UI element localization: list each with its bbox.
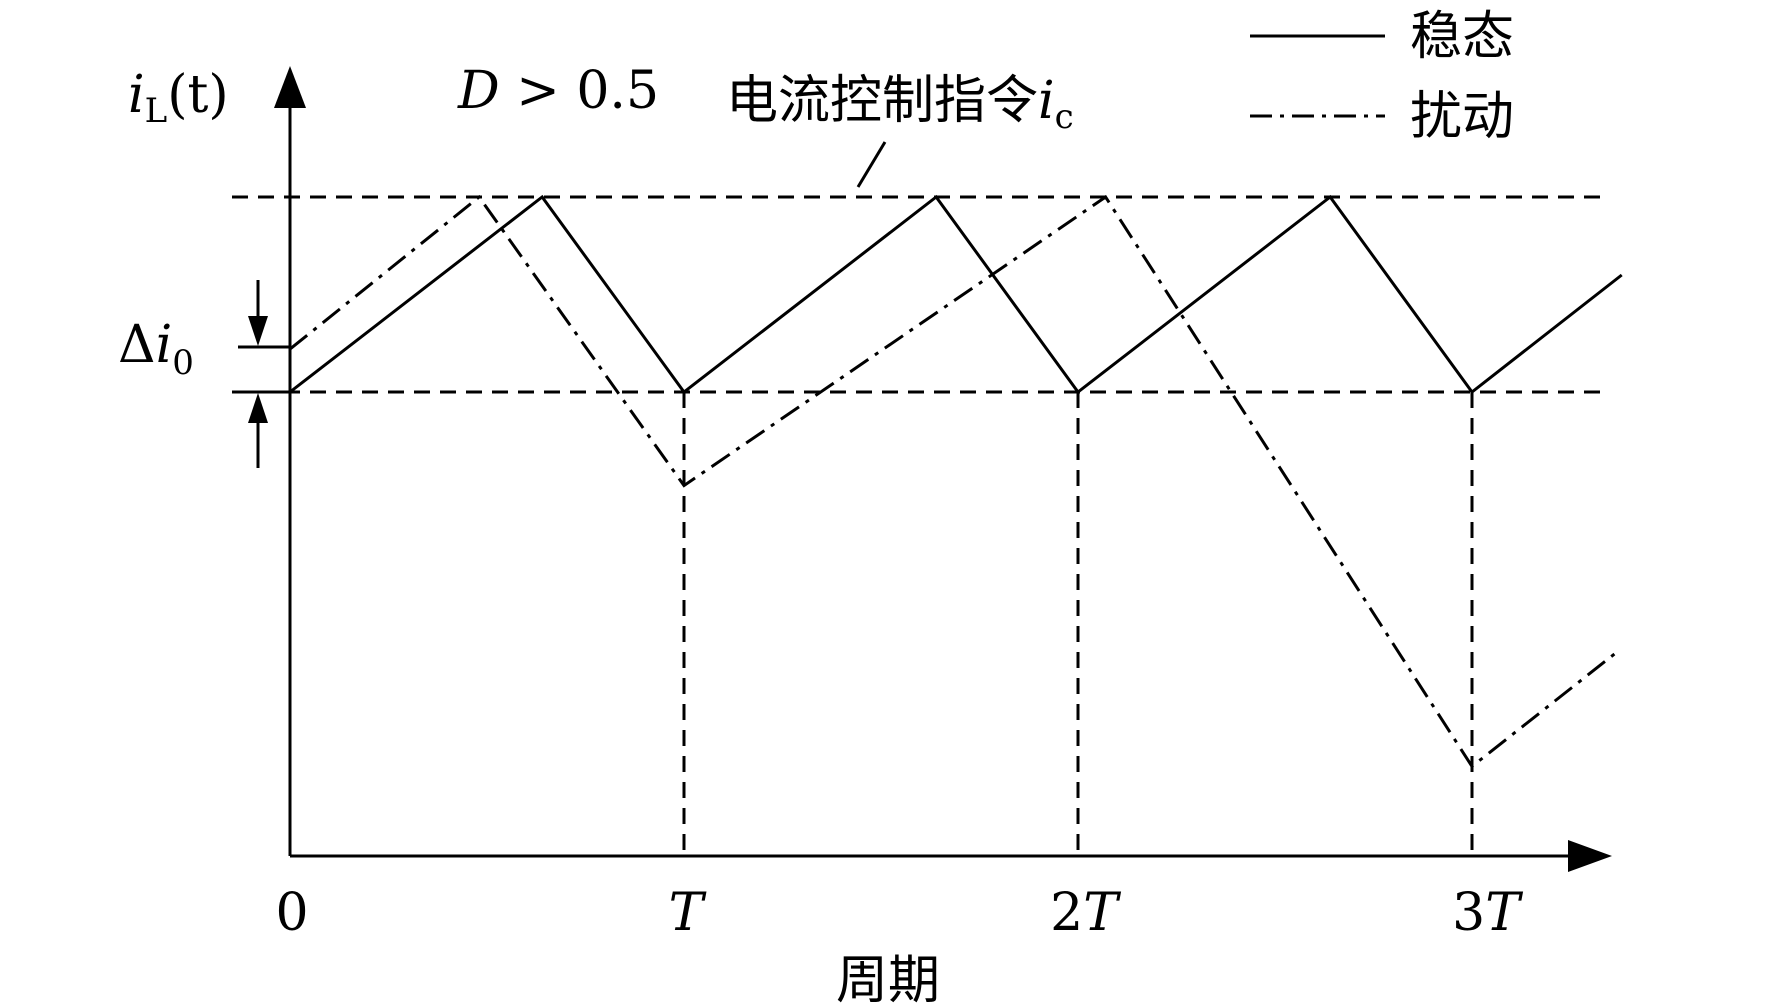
- y-axis-arg: (t): [167, 65, 228, 125]
- condition-rest: > 0.5: [500, 61, 659, 121]
- tick-2-var: T: [1083, 883, 1121, 943]
- command-text: 电流控制指令: [726, 71, 1038, 131]
- delta-i0-label: Δi0: [118, 315, 194, 383]
- delta-arrowhead-up: [248, 393, 268, 423]
- tick-label-0: 0: [275, 883, 308, 943]
- tick-0-num: 0: [275, 883, 308, 943]
- tick-label-2T: 2T: [1050, 883, 1121, 943]
- command-sub: c: [1055, 97, 1074, 137]
- legend-disturbance-label: 扰动: [1410, 87, 1514, 147]
- delta-sub: 0: [172, 343, 194, 383]
- y-axis-arrow: [274, 66, 306, 108]
- tick-3-num: 3: [1452, 883, 1485, 943]
- condition-var: D: [457, 61, 500, 121]
- y-axis-label: iL(t): [128, 65, 229, 131]
- delta-symbol: Δ: [118, 315, 156, 375]
- delta-var: i: [156, 315, 173, 375]
- legend-steady-label: 稳态: [1410, 7, 1514, 67]
- tick-2-num: 2: [1050, 883, 1083, 943]
- delta-arrowhead-down: [248, 316, 268, 346]
- duty-condition-label: D > 0.5: [457, 61, 659, 121]
- tick-3-var: T: [1485, 883, 1523, 943]
- x-axis-arrow: [1568, 840, 1612, 872]
- command-leader-line: [856, 141, 887, 188]
- legend: 稳态 扰动: [1250, 7, 1514, 147]
- delta-i0-marker: [238, 280, 290, 468]
- reference-lines: [232, 195, 1605, 856]
- y-axis-sub: L: [145, 91, 168, 131]
- y-axis-var: i: [128, 65, 145, 125]
- x-axis-label: 周期: [836, 951, 940, 1007]
- tick-label-3T: 3T: [1452, 883, 1523, 943]
- command-var: i: [1038, 71, 1055, 131]
- waveform-series: [289, 194, 1623, 769]
- tick-1-var: T: [669, 883, 707, 943]
- tick-label-T: T: [669, 883, 707, 943]
- command-label: 电流控制指令ic: [726, 71, 1074, 137]
- disturbance-waveform: [289, 194, 1619, 769]
- steady-state-waveform: [289, 194, 1623, 395]
